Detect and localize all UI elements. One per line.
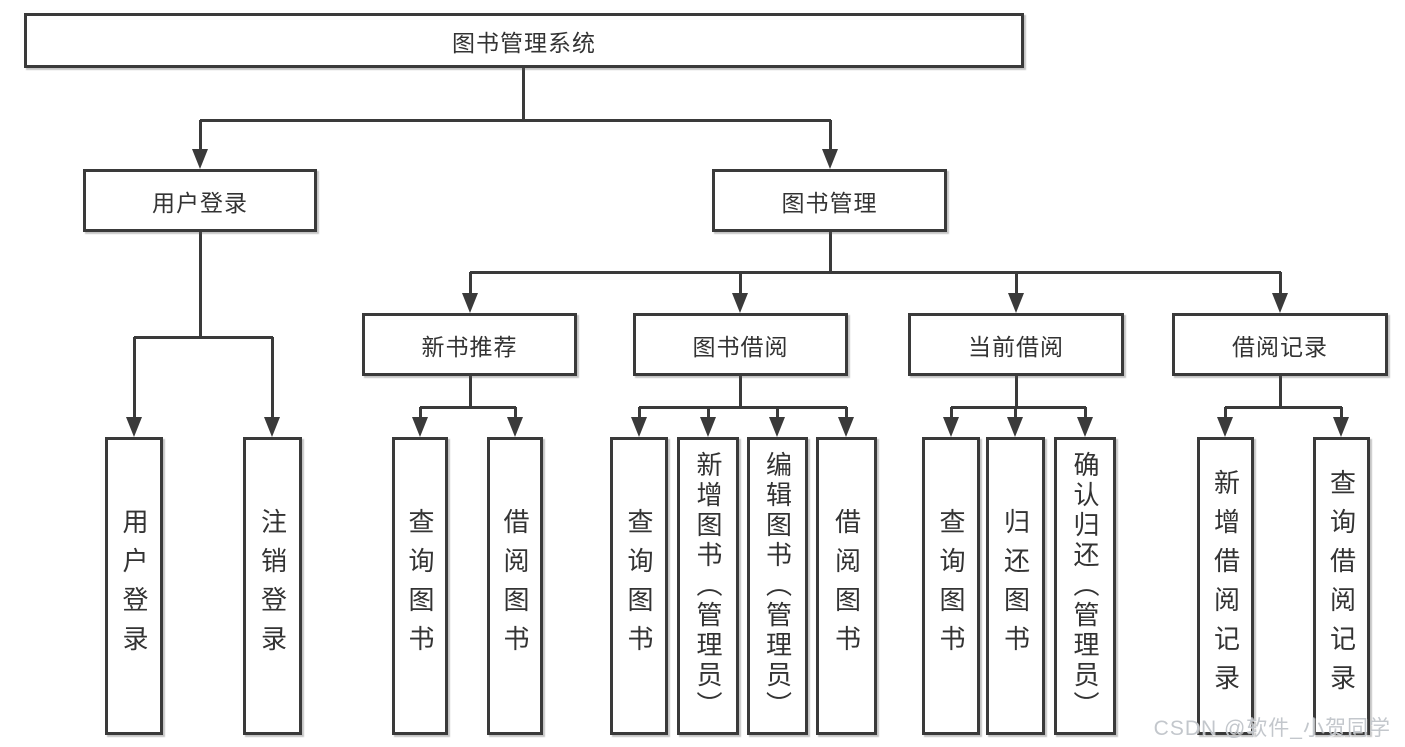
connector-line [1084,407,1087,421]
connector-line [829,232,832,273]
leaf-user-login: 用户登录 [105,437,163,735]
connector-line [271,337,274,421]
connector-line [1015,375,1018,408]
leaf-logout: 注销登录 [243,437,302,735]
leaf-bb-query-book: 查询图书 [610,437,668,735]
connector-line [522,68,525,121]
leaf-cb-confirm-return: 确认归还（管理员） [1054,437,1116,735]
connector-line [776,407,779,421]
connector-line [739,375,742,408]
watermark: CSDN @软件_小贺同学 [1153,717,1391,740]
connector-line [514,407,517,421]
leaf-user-login-label: 用户登录 [119,508,149,664]
arrow-down-icon [943,417,959,437]
node-current-borrow-label: 当前借阅 [968,333,1064,360]
leaf-bb-borrow-book: 借阅图书 [816,437,877,735]
connector-line [199,120,202,153]
leaf-bb-add-book: 新增图书（管理员） [677,437,739,735]
arrow-down-icon [822,149,838,169]
arrow-down-icon [1272,293,1288,313]
leaf-cb-confirm-return-label: 确认归还（管理员） [1070,451,1100,721]
leaf-cb-return-book-label: 归还图书 [1000,508,1031,664]
leaf-br-add-record: 新增借阅记录 [1197,437,1254,735]
arrow-down-icon [192,149,208,169]
arrow-down-icon [631,417,647,437]
connector-line [1224,407,1227,421]
connector-line [1014,407,1017,421]
connector-line [134,336,273,339]
connector-line [707,407,710,421]
connector-line [419,407,422,421]
arrow-down-icon [1077,417,1093,437]
arrow-down-icon [700,417,716,437]
arrow-down-icon [507,417,523,437]
node-book-mgmt: 图书管理 [712,169,947,232]
arrow-down-icon [412,417,428,437]
leaf-bb-borrow-book-label: 借阅图书 [831,508,862,664]
connector-line [951,406,1086,409]
leaf-br-query-record: 查询借阅记录 [1313,437,1370,735]
connector-line [845,407,848,421]
arrow-down-icon [1217,417,1233,437]
leaf-bb-add-book-label: 新增图书（管理员） [693,451,723,721]
connector-line [133,337,136,421]
leaf-cb-return-book: 归还图书 [986,437,1045,735]
leaf-br-query-record-label: 查询借阅记录 [1326,469,1357,703]
leaf-bb-edit-book-label: 编辑图书（管理员） [762,451,793,721]
arrow-down-icon [1333,417,1349,437]
connector-line [199,232,202,338]
arrow-down-icon [462,293,478,313]
node-new-book-rec: 新书推荐 [362,313,577,376]
arrow-down-icon [1008,293,1024,313]
leaf-rec-borrow-book: 借阅图书 [487,437,543,735]
leaf-rec-query-book-label: 查询图书 [405,508,435,664]
connector-line [470,271,1281,274]
connector-line [469,272,472,297]
arrow-down-icon [264,417,280,437]
connector-line [469,375,472,408]
node-root-label: 图书管理系统 [452,29,596,56]
leaf-bb-query-book-label: 查询图书 [624,508,654,664]
arrow-down-icon [732,293,748,313]
leaf-logout-label: 注销登录 [257,508,288,664]
node-current-borrow: 当前借阅 [908,313,1124,376]
connector-line [1015,272,1018,297]
arrow-down-icon [1007,417,1023,437]
node-book-mgmt-label: 图书管理 [781,189,878,216]
arrow-down-icon [126,417,142,437]
connector-line [950,407,953,421]
connector-line [639,406,847,409]
arrow-down-icon [838,417,854,437]
connector-line [1340,407,1343,421]
arrow-down-icon [769,417,785,437]
leaf-cb-query-book-label: 查询图书 [936,508,966,664]
leaf-rec-borrow-book-label: 借阅图书 [500,508,530,664]
connector-line [200,119,831,122]
connector-line [829,120,832,153]
leaf-br-add-record-label: 新增借阅记录 [1210,469,1241,703]
connector-line [1279,272,1282,297]
connector-line [638,407,641,421]
node-user-login: 用户登录 [83,169,317,232]
leaf-cb-query-book: 查询图书 [922,437,980,735]
node-user-login-label: 用户登录 [152,189,248,216]
node-book-borrow-label: 图书借阅 [692,333,789,360]
leaf-rec-query-book: 查询图书 [392,437,448,735]
node-new-book-rec-label: 新书推荐 [421,333,518,360]
node-book-borrow: 图书借阅 [633,313,848,376]
connector-line [420,406,516,409]
node-borrow-records: 借阅记录 [1172,313,1388,376]
leaf-bb-edit-book: 编辑图书（管理员） [747,437,808,735]
connector-line [1225,406,1342,409]
connector-line [739,272,742,297]
node-borrow-records-label: 借阅记录 [1232,333,1328,360]
node-root: 图书管理系统 [24,13,1024,68]
connector-line [1279,375,1282,408]
